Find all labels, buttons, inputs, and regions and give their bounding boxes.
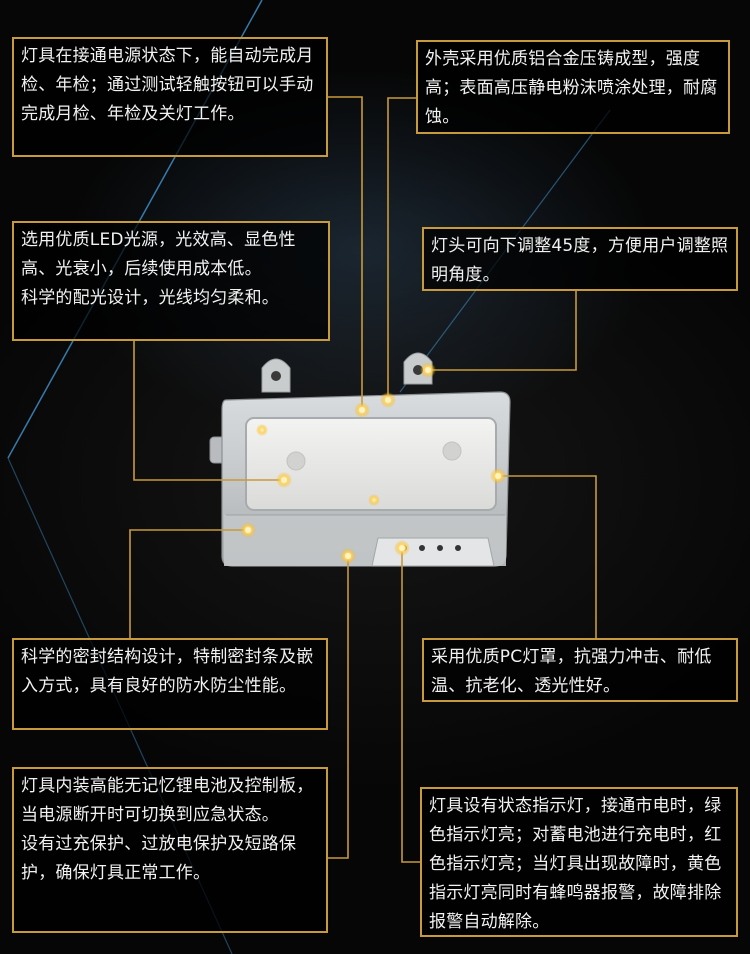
callout-battery-text-2: 设有过充保护、过放电保护及短路保护，确保灯具正常工作。 [21, 834, 297, 883]
callout-indicator: 灯具设有状态指示灯，接通市电时，绿色指示灯亮；对蓄电池进行充电时，红色指示灯亮；… [420, 787, 738, 937]
led-spot-right [442, 441, 462, 461]
callout-seal-text: 科学的密封结构设计，特制密封条及嵌入方式，具有良好的防水防尘性能。 [21, 647, 314, 696]
callout-seal: 科学的密封结构设计，特制密封条及嵌入方式，具有良好的防水防尘性能。 [12, 638, 328, 730]
callout-auto-check: 灯具在接通电源状态下，能自动完成月检、年检；通过测试轻触按钮可以手动完成月检、年… [12, 37, 328, 157]
callout-led-source-text-2: 科学的配光设计，光线均匀柔和。 [21, 288, 279, 308]
indicator-light-3 [437, 545, 443, 551]
callout-indicator-text: 灯具设有状态指示灯，接通市电时，绿色指示灯亮；对蓄电池进行充电时，红色指示灯亮；… [429, 796, 722, 932]
callout-led-source-text-1: 选用优质LED光源，光效高、显色性高、光衰小，后续使用成本低。 [21, 230, 296, 279]
indicator-panel [371, 537, 495, 567]
callout-auto-check-text: 灯具在接通电源状态下，能自动完成月检、年检；通过测试轻触按钮可以手动完成月检、年… [21, 46, 314, 124]
connector-auto-check [326, 96, 363, 410]
callout-head-adjust: 灯头可向下调整45度，方便用户调整照明角度。 [422, 227, 738, 291]
connector-led [133, 340, 284, 481]
callout-pc-cover: 采用优质PC灯罩，抗强力冲击、耐低温、抗老化、透光性好。 [422, 638, 738, 702]
callout-pc-cover-text: 采用优质PC灯罩，抗强力冲击、耐低温、抗老化、透光性好。 [431, 647, 712, 696]
connector-housing [387, 97, 418, 400]
callout-housing: 外壳采用优质铝合金压铸成型，强度高；表面高压静电粉沫喷涂处理，耐腐蚀。 [416, 40, 730, 134]
callout-housing-text: 外壳采用优质铝合金压铸成型，强度高；表面高压静电粉沫喷涂处理，耐腐蚀。 [425, 49, 718, 127]
callout-battery-text-1: 灯具内装高能无记忆锂电池及控制板，当电源断开时可切换到应急状态。 [21, 776, 314, 825]
highlight-dots [240, 362, 506, 564]
connector-seal [129, 529, 248, 638]
led-spot-left [286, 451, 306, 471]
emergency-light-fixture [209, 352, 511, 567]
callout-battery: 灯具内装高能无记忆锂电池及控制板，当电源断开时可切换到应急状态。 设有过充保护、… [12, 767, 328, 933]
connector-battery [328, 556, 349, 859]
indicator-light-4 [455, 545, 461, 551]
connector-head-adjust [428, 290, 577, 371]
callout-led-source: 选用优质LED光源，光效高、显色性高、光衰小，后续使用成本低。 科学的配光设计，… [12, 221, 330, 341]
indicator-light-2 [419, 545, 425, 551]
connector-pc-cover [498, 475, 597, 638]
connector-lines [129, 96, 597, 863]
pc-lens [245, 417, 497, 511]
connector-indicator [401, 548, 420, 863]
callout-head-adjust-text: 灯头可向下调整45度，方便用户调整照明角度。 [431, 236, 729, 285]
